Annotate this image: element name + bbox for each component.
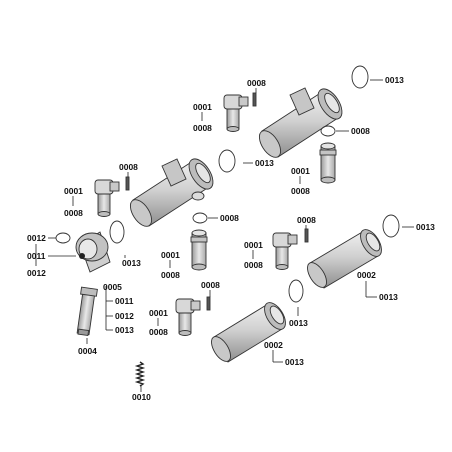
tube-body-0002 <box>258 87 343 158</box>
label-0008-e: 0008 <box>119 162 138 172</box>
o-ring-0013-e <box>288 279 304 303</box>
pin-0008 <box>252 92 257 107</box>
assembly-top-right <box>223 65 369 184</box>
label-0008-d: 0008 <box>291 186 310 196</box>
tube-body-0002-b <box>129 158 214 227</box>
pipe-stub-0001-b <box>190 229 208 271</box>
label-0008-c: 0008 <box>351 126 370 136</box>
label-0012-a: 0012 <box>27 233 46 243</box>
part-labels: 0008 0001 0008 0013 0008 0001 0008 0013 … <box>27 75 435 402</box>
label-0012-c: 0012 <box>115 311 134 321</box>
o-ring-0013 <box>351 65 369 89</box>
label-0001-a: 0001 <box>193 102 212 112</box>
pipe-stub-0001 <box>319 142 337 184</box>
o-ring-0013-c <box>109 220 125 244</box>
label-0005: 0005 <box>103 282 122 292</box>
label-0002-b: 0002 <box>264 340 283 350</box>
label-0013-c: 0013 <box>122 258 141 268</box>
label-0011-a: 0011 <box>27 251 46 261</box>
label-0008-g: 0008 <box>220 213 239 223</box>
leader-lines <box>35 79 414 392</box>
label-0008-l: 0008 <box>149 327 168 337</box>
label-0001-c: 0001 <box>64 186 83 196</box>
label-0001-d: 0001 <box>161 250 180 260</box>
tube-body-0002-c <box>307 229 382 289</box>
label-0013-e: 0013 <box>379 292 398 302</box>
pin-0008-c <box>304 228 309 243</box>
tee-connector-0001-c <box>272 232 298 270</box>
label-0001-b: 0001 <box>291 166 310 176</box>
tube-body-0002-d <box>211 302 286 363</box>
label-0013-h: 0013 <box>285 357 304 367</box>
label-0002-a: 0002 <box>357 270 376 280</box>
housing-0005 <box>75 231 111 273</box>
label-0008-i: 0008 <box>297 215 316 225</box>
o-ring-0008 <box>320 125 336 137</box>
o-ring-0013-d <box>382 214 400 238</box>
label-0008-f: 0008 <box>64 208 83 218</box>
tee-connector-0001-d <box>175 298 201 336</box>
label-0010: 0010 <box>132 392 151 402</box>
label-0008-a: 0008 <box>247 78 266 88</box>
pin-0008-b <box>125 176 130 191</box>
label-0001-e: 0001 <box>244 240 263 250</box>
tee-connector-0001-b <box>94 179 120 217</box>
label-0013-f: 0013 <box>115 325 134 335</box>
assembly-middle-right <box>272 214 400 289</box>
cartridge-0004 <box>76 286 98 336</box>
label-0013-d: 0013 <box>416 222 435 232</box>
label-0008-j: 0008 <box>244 260 263 270</box>
assembly-pump-housing <box>55 220 125 273</box>
o-ring-0013-b <box>218 149 236 173</box>
label-0011-b: 0011 <box>115 296 134 306</box>
label-0008-k: 0008 <box>201 280 220 290</box>
label-0013-b: 0013 <box>255 158 274 168</box>
label-0004: 0004 <box>78 346 97 356</box>
assembly-bottom-middle <box>175 279 304 363</box>
label-0008-b: 0008 <box>193 123 212 133</box>
tee-connector-0001 <box>223 94 249 132</box>
label-0001-f: 0001 <box>149 308 168 318</box>
seal-0012 <box>55 232 71 244</box>
label-0012-b: 0012 <box>27 268 46 278</box>
spring-0010 <box>134 361 146 387</box>
o-ring-0008-b <box>192 212 208 224</box>
label-0013-a: 0013 <box>385 75 404 85</box>
label-0008-h: 0008 <box>161 270 180 280</box>
pin-0008-d <box>206 296 211 311</box>
label-0013-g: 0013 <box>289 318 308 328</box>
assembly-middle-left <box>94 149 236 271</box>
